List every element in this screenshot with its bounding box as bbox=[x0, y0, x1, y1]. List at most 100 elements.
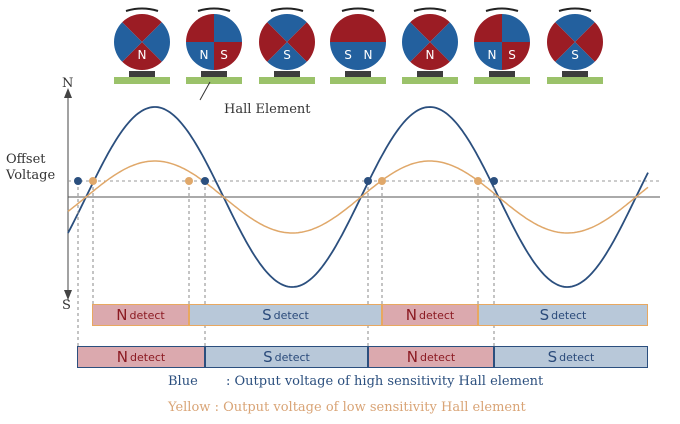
hall-element-label: Hall Element bbox=[224, 102, 311, 117]
detect-point bbox=[364, 177, 372, 185]
pcb-board bbox=[114, 77, 170, 84]
magnet-quadrant bbox=[502, 14, 530, 42]
rotation-arrow-icon bbox=[558, 7, 592, 12]
magnet-pole-label: S bbox=[571, 48, 579, 62]
legend-blue-text: : Output voltage of high sensitivity Hal… bbox=[226, 374, 544, 389]
magnet-quadrant bbox=[402, 22, 430, 62]
pole-label: S bbox=[547, 348, 558, 366]
magnet: S bbox=[547, 7, 604, 84]
detect-label: detect bbox=[273, 308, 309, 322]
magnet-quadrant bbox=[358, 42, 386, 70]
magnet-quadrant bbox=[410, 42, 450, 70]
pole-label: S bbox=[539, 306, 550, 324]
magnet-quadrant bbox=[114, 22, 142, 62]
magnet-quadrant bbox=[410, 13, 450, 42]
yellow-curve bbox=[67, 160, 649, 234]
magnet-quadrant bbox=[267, 14, 307, 43]
guide-lines bbox=[74, 177, 498, 346]
blue-curve bbox=[67, 106, 649, 288]
detect-label: detect bbox=[274, 350, 310, 364]
magnet-quadrant bbox=[214, 14, 242, 42]
hall-chip bbox=[129, 71, 155, 77]
magnet-quadrant bbox=[122, 14, 162, 42]
magnet-pole-label: S bbox=[220, 48, 228, 62]
pole-label: N bbox=[406, 348, 419, 366]
detect-label: detect bbox=[129, 308, 165, 322]
magnet-quadrant bbox=[186, 14, 214, 42]
detect-label: detect bbox=[559, 350, 595, 364]
legend-blue-key: Blue bbox=[168, 374, 198, 389]
magnet-pole-label: N bbox=[488, 48, 497, 62]
magnet-quadrant bbox=[214, 42, 242, 70]
magnet-quadrant bbox=[547, 22, 575, 62]
magnet: S bbox=[259, 7, 315, 84]
detect-label: detect bbox=[130, 350, 166, 364]
magnet-quadrant bbox=[287, 22, 315, 62]
pcb-board bbox=[259, 77, 315, 84]
magnet-quadrant bbox=[122, 42, 162, 70]
magnet-pole-label: N bbox=[138, 48, 147, 62]
detect-label: detect bbox=[419, 308, 455, 322]
hall-chip bbox=[201, 71, 227, 77]
pcb-board bbox=[330, 77, 386, 84]
detect-point bbox=[474, 177, 482, 185]
offset-voltage-label: Offset Voltage bbox=[6, 152, 56, 183]
axis-s-label: S bbox=[62, 298, 71, 313]
magnet-quadrant bbox=[430, 22, 459, 62]
magnet-quadrant bbox=[267, 42, 307, 70]
pcb-board bbox=[474, 77, 530, 84]
hall-chip bbox=[274, 71, 300, 77]
detect-point bbox=[201, 177, 209, 185]
magnet-quadrant bbox=[474, 42, 502, 70]
pole-label: N bbox=[405, 306, 418, 324]
detect-label: detect bbox=[551, 308, 587, 322]
rotation-arrow-icon bbox=[270, 7, 304, 12]
pole-label: N bbox=[116, 306, 128, 324]
legend-yellow: Yellow : Output voltage of low sensitivi… bbox=[168, 400, 526, 415]
axis-n-label: N bbox=[62, 76, 74, 91]
detect-point bbox=[378, 177, 386, 185]
hall-chip bbox=[489, 71, 515, 77]
magnet-pole-label: S bbox=[508, 48, 516, 62]
magnet: N bbox=[402, 7, 459, 84]
magnet-pole-label: N bbox=[364, 48, 373, 62]
legend-yellow-text: : Output voltage of low sensitivity Hall… bbox=[214, 400, 526, 415]
arrow-down-icon bbox=[64, 290, 72, 300]
magnet-pole-label: N bbox=[426, 48, 435, 62]
detect-point bbox=[490, 177, 498, 185]
pole-label: S bbox=[263, 348, 273, 366]
magnet-quadrant bbox=[186, 42, 214, 70]
magnet-quadrant bbox=[330, 14, 358, 42]
rotation-arrow-icon bbox=[197, 7, 231, 12]
detect-point bbox=[185, 177, 193, 185]
magnet-quadrant bbox=[474, 14, 502, 42]
hall-chip bbox=[345, 71, 371, 77]
rotation-arrow-icon bbox=[341, 7, 375, 12]
detect-point bbox=[89, 177, 97, 185]
pole-label: N bbox=[116, 348, 129, 366]
magnet-quadrant bbox=[142, 22, 171, 62]
hall-chip bbox=[562, 71, 588, 77]
pcb-board bbox=[402, 77, 458, 84]
legend-blue: Blue : Output voltage of high sensitivity… bbox=[168, 374, 543, 389]
legend-yellow-key: Yellow bbox=[168, 400, 211, 415]
magnet-quadrant bbox=[330, 42, 358, 70]
magnet-pole-label: S bbox=[283, 48, 291, 62]
detect-label: detect bbox=[420, 350, 456, 364]
rotation-arrow-icon bbox=[485, 7, 519, 12]
detect-point bbox=[74, 177, 82, 185]
magnet-quadrant bbox=[555, 42, 595, 71]
hall-pointer bbox=[199, 81, 211, 101]
magnet: N bbox=[114, 7, 171, 84]
